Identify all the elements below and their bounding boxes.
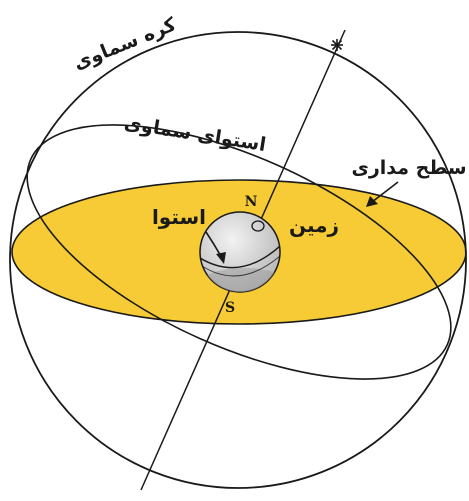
equator-label: استوا [152, 205, 206, 229]
south-pole-label: S [225, 300, 235, 316]
north-pole-label: N [245, 194, 258, 210]
celestial-equator-label: استوای سماوی [123, 112, 268, 156]
earth-label: زمین [289, 213, 339, 237]
orbital-plane-label: سطح مداری [351, 157, 466, 179]
celestial-pole-star-icon [331, 39, 343, 51]
